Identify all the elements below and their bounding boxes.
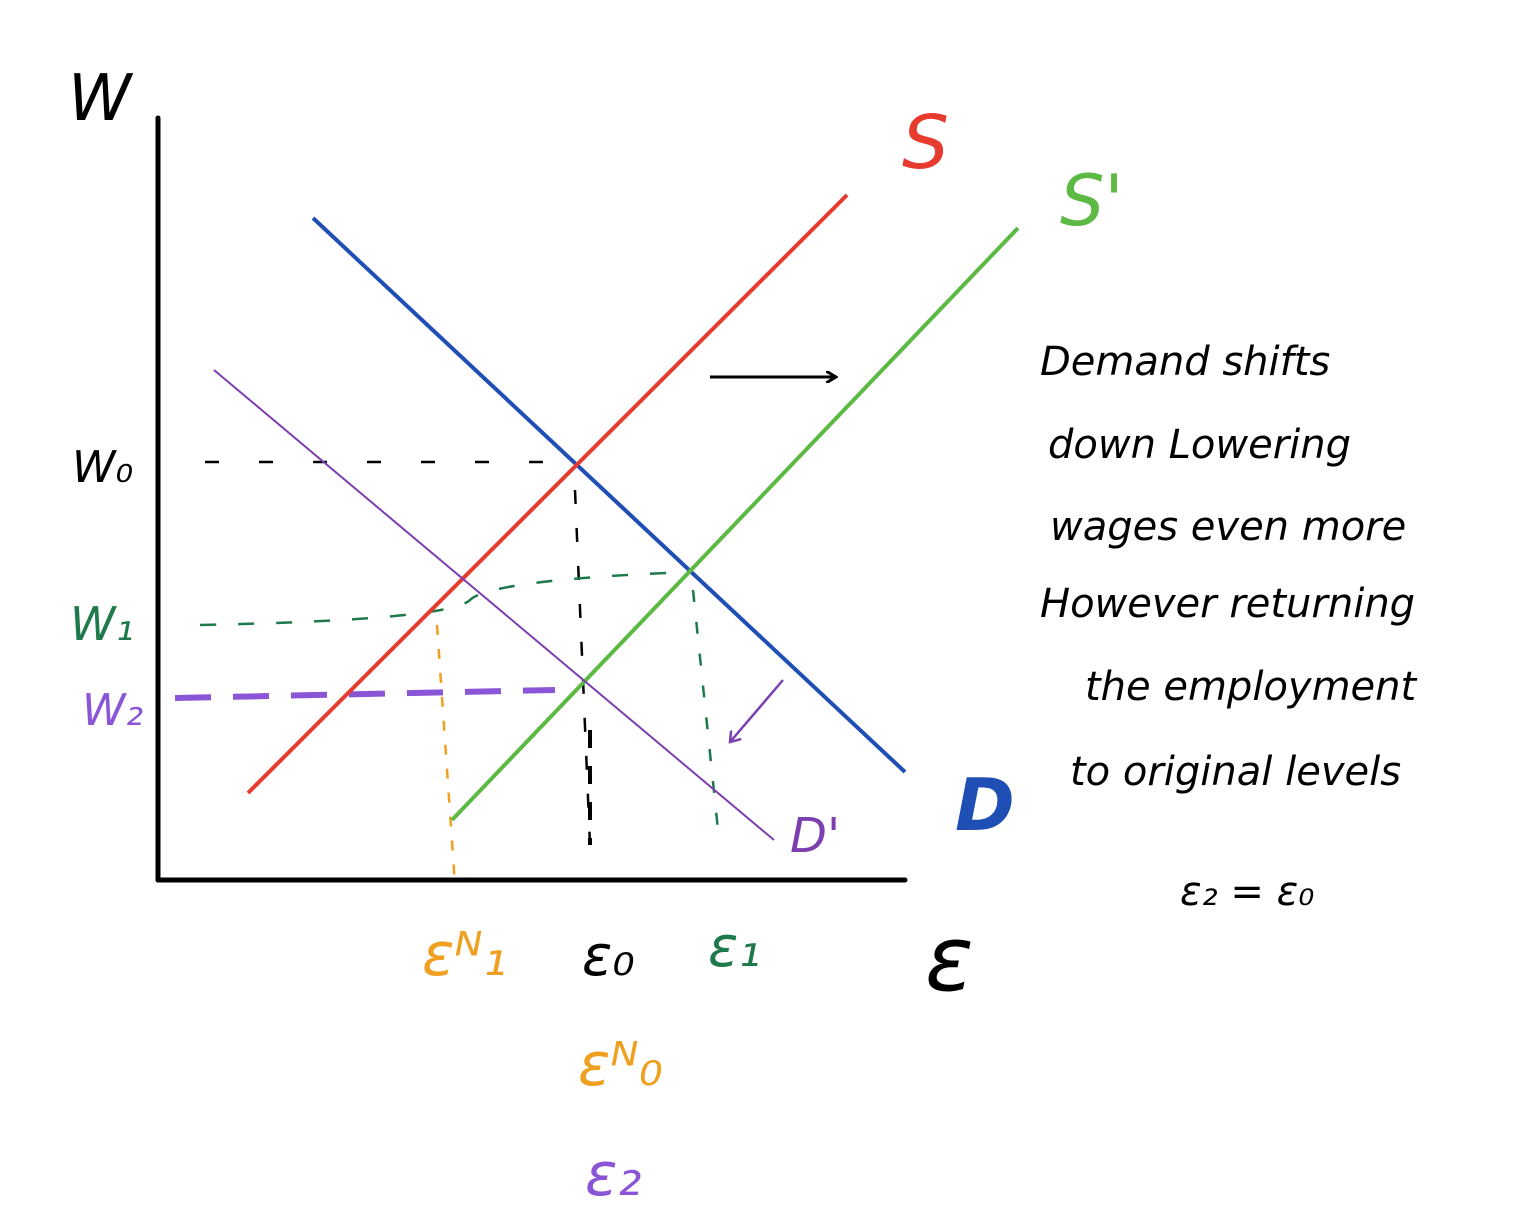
annotation-line: However returning bbox=[1040, 581, 1415, 627]
w0-label: W₀ bbox=[72, 442, 133, 493]
shifted-supply-label: S' bbox=[1060, 160, 1124, 242]
demand-shift-arrow bbox=[730, 679, 784, 742]
e0-label: ε₀ bbox=[582, 924, 635, 989]
annotation-line: to original levels bbox=[1070, 749, 1401, 795]
e1-label: ε₁ bbox=[708, 915, 761, 980]
shifted-demand-label: D' bbox=[790, 808, 840, 864]
x-axis-label: ε bbox=[925, 907, 974, 1012]
supply-curve bbox=[246, 193, 849, 795]
annotation-line: down Lowering bbox=[1048, 422, 1351, 468]
e2-label: ε₂ bbox=[585, 1140, 641, 1210]
annotation-equation: ε₂ = ε₀ bbox=[1180, 869, 1314, 915]
w2-label: W₂ bbox=[82, 685, 143, 736]
annotation-line: the employment bbox=[1085, 664, 1418, 710]
e1-guide-line bbox=[691, 589, 720, 831]
annotation-note: Demand shifts down Lowering wages even m… bbox=[1040, 339, 1418, 915]
e0-guide-line bbox=[573, 489, 592, 846]
w1-guide-line bbox=[199, 570, 689, 627]
annotation-line: wages even more bbox=[1050, 504, 1406, 550]
w2-guide-line bbox=[174, 687, 556, 701]
demand-curve bbox=[311, 216, 907, 774]
y-axis-label: W bbox=[68, 62, 134, 136]
supply-label: S bbox=[902, 100, 949, 186]
e0n-label: εᴺ₀ bbox=[578, 1030, 663, 1100]
w1-label: W₁ bbox=[70, 597, 134, 651]
shifted-supply-curve bbox=[450, 226, 1020, 822]
e1n-label: εᴺ₁ bbox=[422, 920, 507, 990]
shifted-demand-curve bbox=[213, 369, 775, 841]
annotation-line: Demand shifts bbox=[1040, 339, 1330, 385]
e1n-guide-line bbox=[435, 624, 457, 886]
demand-label: D bbox=[955, 763, 1015, 847]
